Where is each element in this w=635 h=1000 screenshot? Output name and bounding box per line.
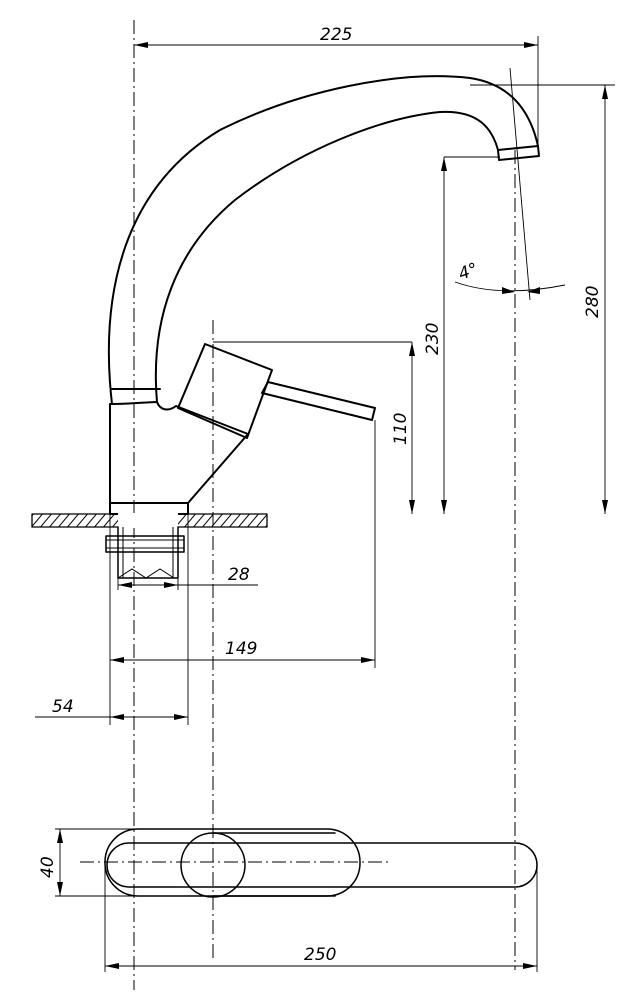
spout-outer-contour <box>107 75 539 405</box>
deck-hatch-line <box>66 514 80 527</box>
dim-top-view-width-label: 40 <box>38 856 58 878</box>
deck-hatch-line <box>75 514 89 527</box>
deck-hatch-line <box>210 514 224 527</box>
top-view-spout <box>106 842 538 888</box>
deck-hatch-line <box>93 514 107 527</box>
dim-spout-height: 230 <box>423 156 500 514</box>
deck-hatch-line <box>237 514 251 527</box>
dim-base-diameter-label: 54 <box>52 697 74 717</box>
spout-inner-contour <box>154 110 499 403</box>
deck-hatch-line <box>246 514 260 527</box>
deck-hatch-line <box>272 511 288 530</box>
deck-hatch-line <box>228 514 242 527</box>
mounting-fitting <box>105 526 185 579</box>
fitting-stud <box>117 526 179 579</box>
dim-base-diameter: 54 <box>35 514 189 725</box>
deck-hatch-line <box>264 524 267 527</box>
dim-spout-reach-label: 225 <box>320 25 352 45</box>
deck-hatch-line <box>255 514 267 527</box>
deck-hatch-line <box>32 514 35 517</box>
dim-overall-length: 250 <box>104 866 538 972</box>
mixer-body <box>109 401 249 504</box>
spout-nozzle <box>497 145 540 161</box>
dim-total-height: 280 <box>470 84 615 514</box>
center-lines <box>80 20 516 990</box>
deck-hole <box>118 513 178 528</box>
dim-lever-reach-label: 149 <box>225 639 257 659</box>
dim-spout-angle: 4° <box>454 67 566 301</box>
dim-lever-reach: 149 <box>109 420 376 725</box>
faucet-side-view <box>107 75 540 515</box>
dim-spout-angle-label: 4° <box>456 259 481 284</box>
fitting-thread <box>117 568 175 579</box>
dim-spout-height-label: 230 <box>423 323 443 355</box>
mounting-deck <box>31 511 297 530</box>
dim-overall-length-label: 250 <box>304 945 336 965</box>
dim-top-view-width: 40 <box>38 828 210 897</box>
deck-hatch-line <box>48 514 62 527</box>
deck-hatch-line <box>32 514 44 527</box>
lever-handle <box>261 381 376 421</box>
deck-hatch-line <box>183 514 197 527</box>
deck-hatch-line <box>57 514 71 527</box>
dim-thread-diameter-label: 28 <box>228 565 250 585</box>
deck-hatch-line <box>219 514 233 527</box>
deck-hatch-line <box>201 514 215 527</box>
dim-lever-height: 110 <box>213 341 415 514</box>
deck-hatch-line <box>39 514 53 527</box>
base-flange <box>109 502 189 515</box>
deck-hatch-line <box>102 514 116 527</box>
dim-lever-height-label: 110 <box>391 413 411 445</box>
dim-total-height-label: 280 <box>583 286 603 318</box>
deck-hatch-line <box>192 514 206 527</box>
cartridge-housing <box>177 343 273 439</box>
faucet-top-view <box>104 828 538 898</box>
deck-hatch-line <box>281 511 297 530</box>
fitting-nut <box>105 535 185 553</box>
dim-spout-reach: 225 <box>134 25 539 146</box>
deck-hatch-line <box>84 514 98 527</box>
